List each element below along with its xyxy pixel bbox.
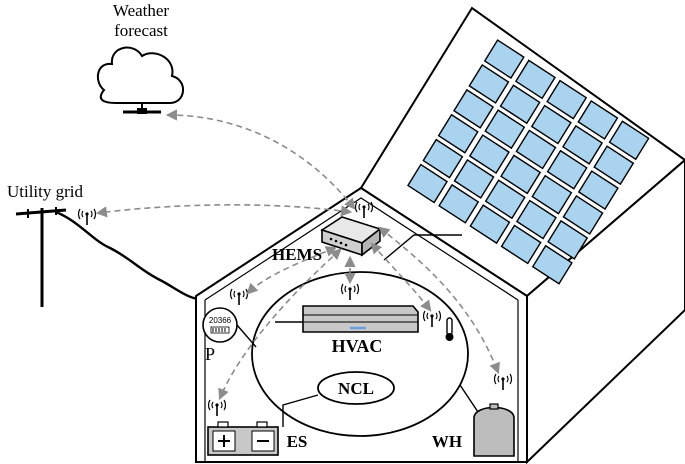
utility-pole-icon <box>15 207 207 307</box>
solar-cell <box>546 149 588 190</box>
cloud-icon <box>96 46 184 114</box>
solar-cell <box>406 163 448 204</box>
solar-cell <box>531 174 573 215</box>
solar-cell <box>577 170 619 211</box>
solar-cell <box>514 59 556 100</box>
solar-cell <box>422 138 464 179</box>
solar-cell <box>593 145 635 186</box>
meter-reading: 20366 <box>209 316 232 325</box>
solar-cell <box>608 120 650 161</box>
solar-cell <box>515 129 557 170</box>
solar-cell <box>500 154 542 195</box>
water-heater-icon <box>473 403 515 457</box>
solar-cell <box>530 104 572 145</box>
solar-cell <box>437 113 479 154</box>
solar-cell <box>547 219 589 260</box>
solar-cell <box>483 39 525 80</box>
wh-label: WH <box>432 432 462 451</box>
weather-forecast-label-line1: Weather <box>113 1 170 20</box>
solar-cell <box>453 158 495 199</box>
solar-cell <box>468 63 510 104</box>
smart-meter-icon: 20366 <box>202 307 238 343</box>
solar-cell <box>453 88 495 129</box>
solar-cell <box>546 79 588 120</box>
solar-cell <box>484 179 526 220</box>
es-label: ES <box>287 432 308 451</box>
solar-cell <box>577 99 619 140</box>
solar-cell <box>515 199 557 240</box>
communication-arrows <box>95 109 500 401</box>
solar-cell <box>500 224 542 265</box>
hems-router-icon <box>320 216 382 257</box>
solar-cell <box>562 194 604 235</box>
ncl-label: NCL <box>338 379 374 398</box>
meter-label: P <box>205 344 215 364</box>
hvac-unit-icon <box>302 305 419 333</box>
hems-label: HEMS <box>272 245 322 264</box>
battery-icon <box>207 421 279 456</box>
grid-wifi-icon <box>77 208 97 226</box>
utility-grid-label: Utility grid <box>7 182 84 201</box>
solar-cell <box>562 124 604 165</box>
solar-cell <box>468 134 510 175</box>
solar-cell <box>484 109 526 150</box>
solar-cell <box>531 244 573 285</box>
solar-cell <box>499 84 541 125</box>
weather-forecast-label-line2: forecast <box>114 21 168 40</box>
solar-cell <box>438 183 480 224</box>
hvac-label: HVAC <box>332 336 383 356</box>
thermometer-icon <box>445 317 454 341</box>
solar-panel-icon <box>406 39 650 285</box>
